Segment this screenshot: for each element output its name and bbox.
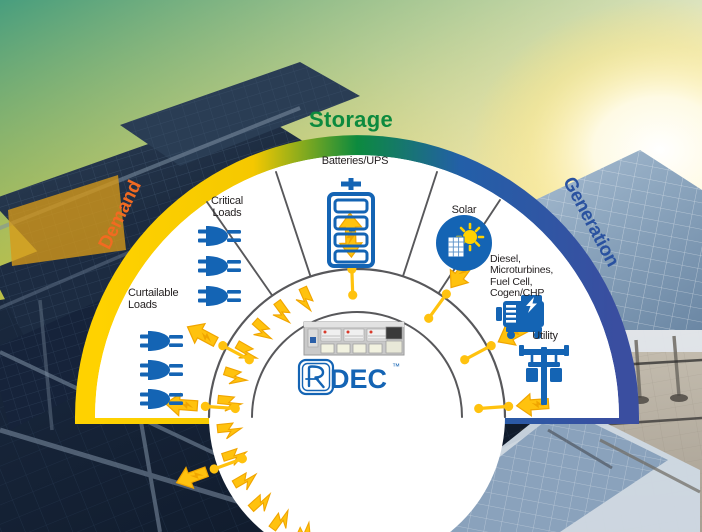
generator-icon (496, 295, 544, 339)
solar-panel-sun-icon (436, 215, 492, 271)
utility-pole-icon (519, 345, 569, 405)
node-label-dispatchable-generation: Diesel, Microturbines, Fuel Cell, Cogen/… (490, 253, 554, 299)
node-label-batteries: Batteries/UPS (321, 155, 389, 167)
node-label-critical-loads: Critical Loads (210, 195, 243, 219)
node-label-solar: Solar (451, 204, 477, 216)
plug-icon-group-curtailable (140, 331, 183, 409)
switchgear-panel-icon (303, 321, 405, 356)
rdec-logo-trademark: ™ (392, 362, 400, 371)
plug-icon-group-critical (198, 226, 241, 306)
rdec-logo-mark (297, 358, 335, 396)
node-label-utility: Utility (532, 330, 558, 342)
sector-label-storage: Storage (308, 107, 393, 132)
battery-icon (327, 178, 375, 268)
node-label-curtailable-loads: Curtailable Loads (128, 287, 179, 311)
rdec-logo-text: DEC (330, 364, 388, 394)
